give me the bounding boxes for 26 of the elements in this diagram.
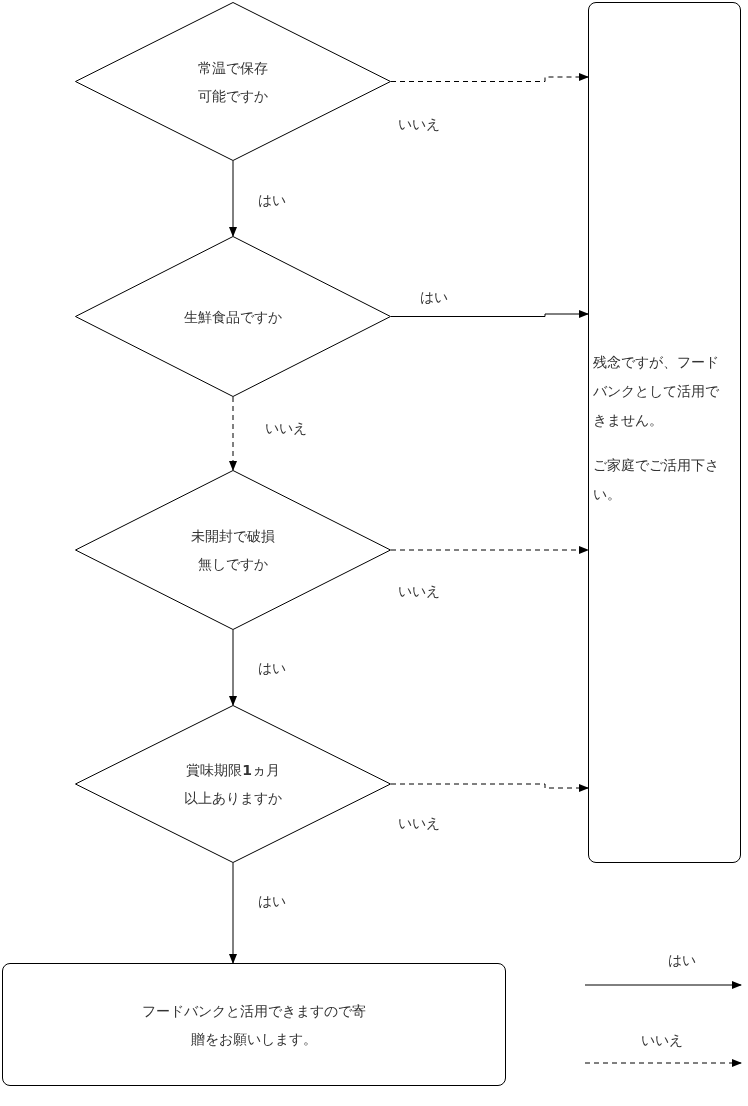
message-text: 残念ですが、フードバンクとして活用できません。 <box>593 353 720 430</box>
result-box <box>588 2 741 863</box>
arrow <box>229 862 237 964</box>
edge-label: いいえ <box>265 419 307 437</box>
arrow <box>390 783 589 792</box>
question-text: 未開封で破損無しですか <box>190 527 276 574</box>
edge-label: いいえ <box>398 582 440 600</box>
question-text: 生鮮食品ですか <box>184 307 282 327</box>
result-box <box>2 963 506 1086</box>
decision-diamond <box>75 705 391 863</box>
question-text: 賞味期限1ヵ月以上ありますか <box>183 761 283 808</box>
message-text: ご家庭でご活用下さい。 <box>593 456 720 504</box>
legend-label: いいえ <box>641 1031 683 1049</box>
decision-diamond <box>75 2 391 161</box>
arrow <box>229 629 237 706</box>
decision-diamond <box>75 236 391 397</box>
decision-diamond <box>75 470 391 630</box>
arrow <box>390 73 589 82</box>
arrow <box>229 396 237 471</box>
arrow <box>390 546 589 554</box>
arrow <box>229 160 237 237</box>
edge-label: いいえ <box>398 115 440 133</box>
edge-label: いいえ <box>398 814 440 832</box>
arrow <box>390 310 589 318</box>
message-text: フードバンクと活用できますので寄贈をお願いします。 <box>141 1001 367 1049</box>
question-text: 常温で保存可能ですか <box>197 58 269 106</box>
